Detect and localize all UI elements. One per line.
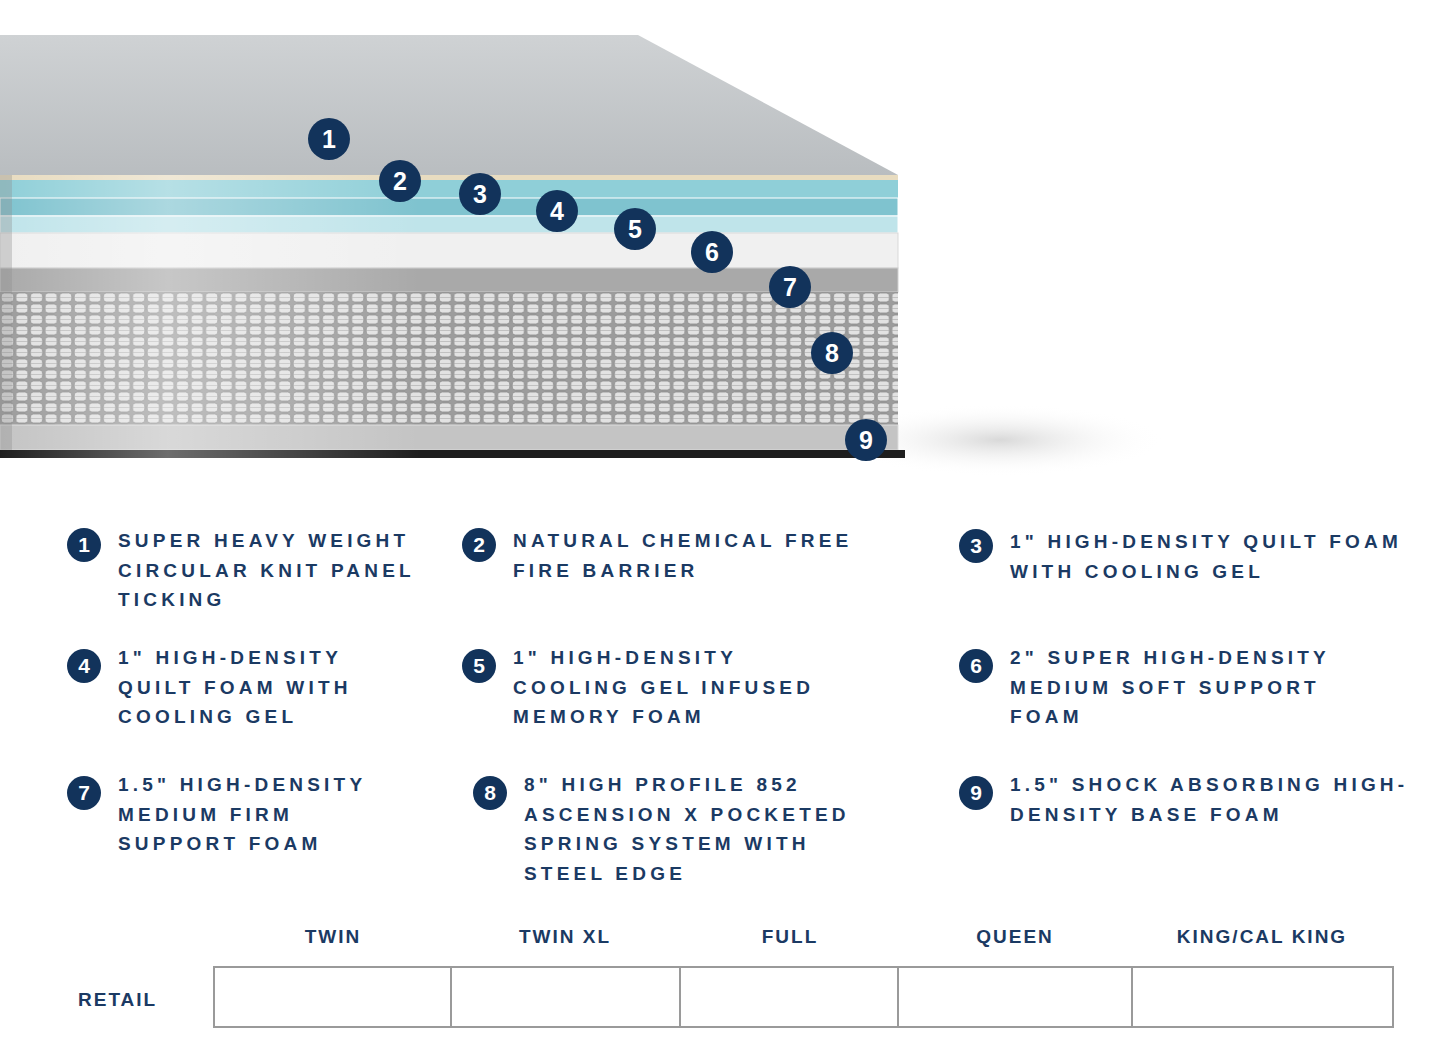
size-header: FULL: [762, 925, 819, 949]
side-highlight: [0, 175, 420, 458]
callout-circle: 31" HIGH-DENSITY QUILT FOAM WITH COOLING…: [959, 529, 993, 563]
callout-circle: 5: [614, 208, 656, 250]
price-table-frame: [214, 967, 1393, 1027]
table-divider: [897, 967, 899, 1027]
callout-circle: 2: [379, 160, 421, 202]
callout-circle: 2NATURAL CHEMICAL FREE FIRE BARRIER: [462, 528, 496, 562]
callout-circle: 6: [691, 231, 733, 273]
callout-number: 3: [959, 529, 993, 563]
callout-number: 9: [845, 419, 887, 461]
callout-number: 1: [67, 528, 101, 562]
table-divider: [679, 967, 681, 1027]
callout-circle: 91.5" SHOCK ABSORBING HIGH-DENSITY BASE …: [959, 776, 993, 810]
callout-number: 8: [473, 776, 507, 810]
callout-number: 2: [462, 528, 496, 562]
callout-number: 6: [959, 649, 993, 683]
row-header: RETAIL: [78, 988, 157, 1012]
callout-number: 3: [459, 173, 501, 215]
size-header: QUEEN: [976, 925, 1054, 949]
callout-circle: 1: [308, 118, 350, 160]
callout-number: 5: [614, 208, 656, 250]
callout-circle: 71.5" HIGH-DENSITY MEDIUM FIRM SUPPORT F…: [67, 776, 101, 810]
callout-number: 5: [462, 649, 496, 683]
callout-circle: 88" HIGH PROFILE 852 ASCENSION X POCKETE…: [473, 776, 507, 810]
callout-number: 7: [67, 776, 101, 810]
table-divider: [450, 967, 452, 1027]
layer-description: 1" HIGH-DENSITY QUILT FOAM WITH COOLING …: [1010, 527, 1410, 586]
callout-number: 1: [308, 118, 350, 160]
callout-circle: 7: [769, 266, 811, 308]
callout-number: 9: [959, 776, 993, 810]
layer-description: 1" HIGH-DENSITY QUILT FOAM WITH COOLING …: [118, 643, 418, 732]
size-header: TWIN XL: [519, 925, 611, 949]
callout-circle: 4: [536, 190, 578, 232]
layer-description: 2" SUPER HIGH-DENSITY MEDIUM SOFT SUPPOR…: [1010, 643, 1390, 732]
layer-description: NATURAL CHEMICAL FREE FIRE BARRIER: [513, 526, 858, 585]
layer-description: 1.5" HIGH-DENSITY MEDIUM FIRM SUPPORT FO…: [118, 770, 418, 859]
callout-number: 2: [379, 160, 421, 202]
layer-description: 1.5" SHOCK ABSORBING HIGH-DENSITY BASE F…: [1010, 770, 1430, 829]
layer-description: 1" HIGH-DENSITY COOLING GEL INFUSED MEMO…: [513, 643, 858, 732]
table-divider: [1131, 967, 1133, 1027]
callout-circle: 62" SUPER HIGH-DENSITY MEDIUM SOFT SUPPO…: [959, 649, 993, 683]
size-header: TWIN: [305, 925, 362, 949]
layer-description: SUPER HEAVY WEIGHT CIRCULAR KNIT PANEL T…: [118, 526, 438, 615]
callout-circle: 9: [845, 419, 887, 461]
callout-circle: 1SUPER HEAVY WEIGHT CIRCULAR KNIT PANEL …: [67, 528, 101, 562]
cut-edge: [0, 175, 12, 450]
callout-number: 4: [536, 190, 578, 232]
callout-number: 7: [769, 266, 811, 308]
callout-circle: 51" HIGH-DENSITY COOLING GEL INFUSED MEM…: [462, 649, 496, 683]
layer-description: 8" HIGH PROFILE 852 ASCENSION X POCKETED…: [524, 770, 899, 888]
size-header: KING/CAL KING: [1177, 925, 1347, 949]
callout-number: 4: [67, 649, 101, 683]
callout-circle: 8: [811, 332, 853, 374]
top-panel: [0, 35, 898, 175]
callout-circle: 3: [459, 173, 501, 215]
callout-circle: 41" HIGH-DENSITY QUILT FOAM WITH COOLING…: [67, 649, 101, 683]
callout-number: 8: [811, 332, 853, 374]
callout-number: 6: [691, 231, 733, 273]
